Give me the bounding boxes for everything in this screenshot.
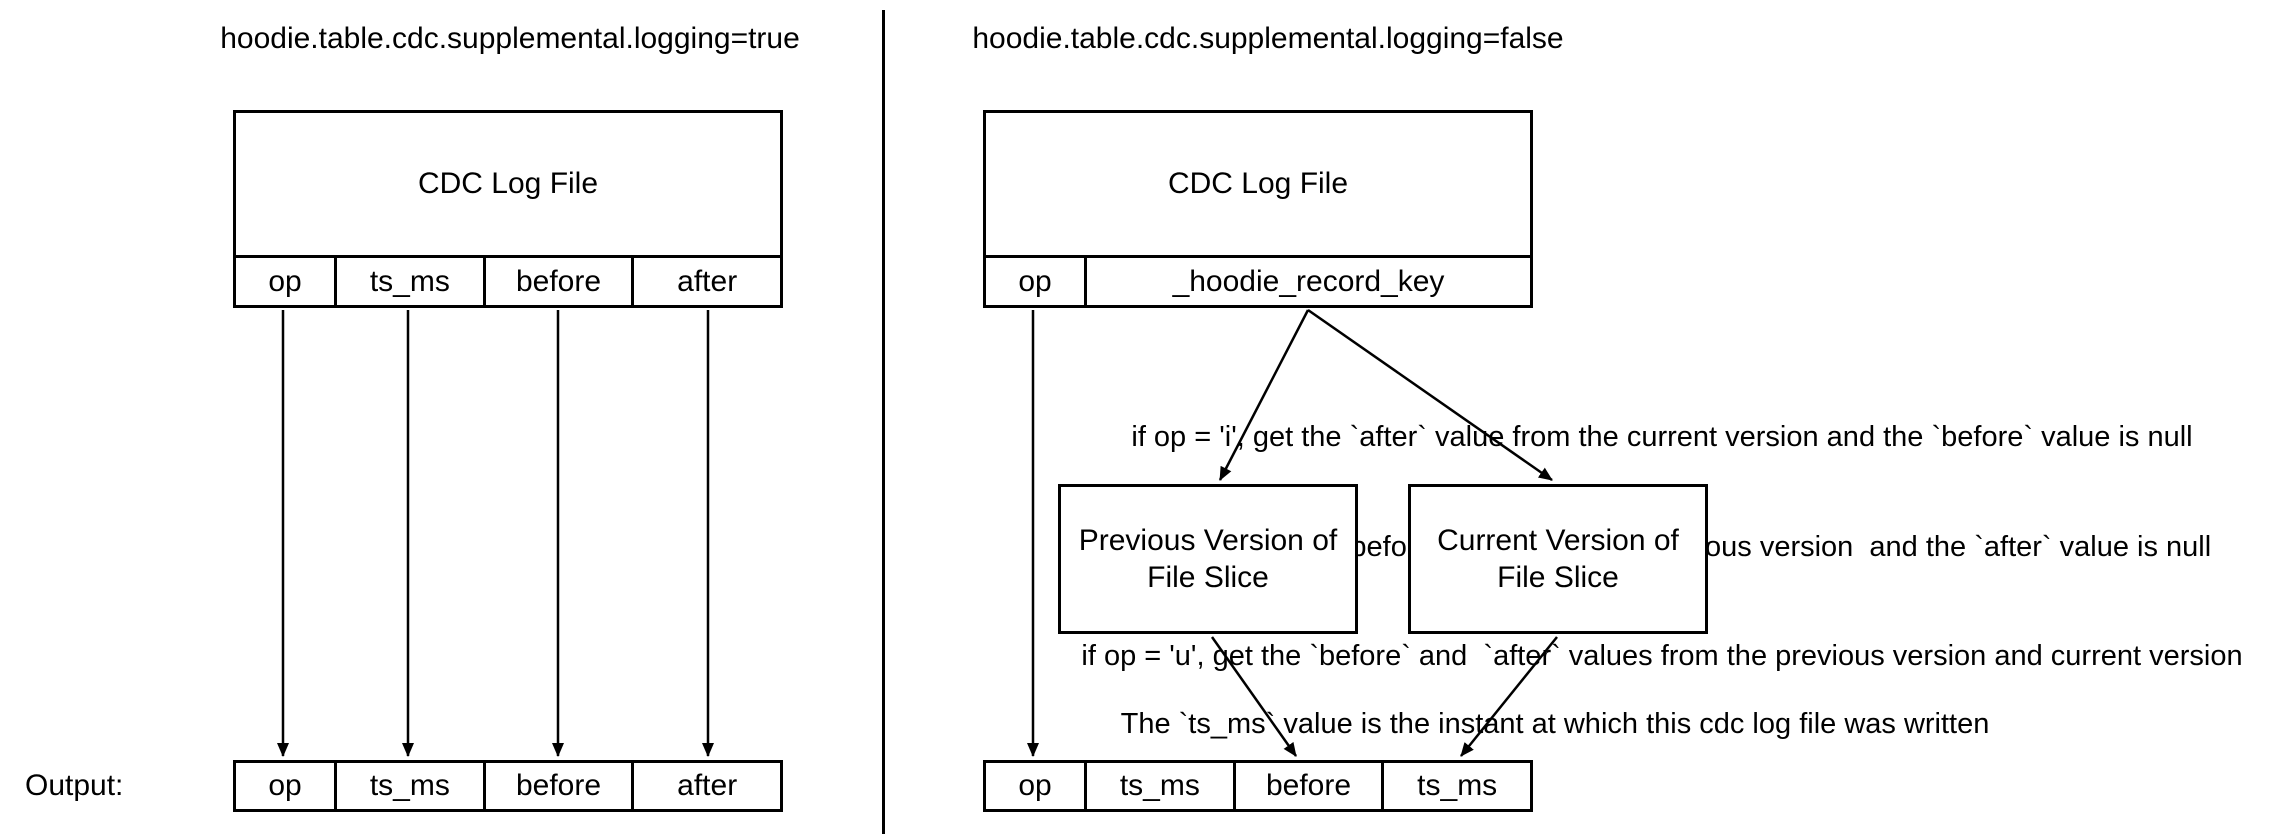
left-output-before: before <box>482 763 632 809</box>
right-output-ts-ms-2: ts_ms <box>1381 763 1530 809</box>
previous-version-label-line1: Previous Version of <box>1078 524 1338 557</box>
right-output-op: op <box>1018 769 1052 802</box>
right-output-before: before <box>1232 763 1382 809</box>
current-version-label-line2: File Slice <box>1497 561 1619 594</box>
current-version-label-line1: Current Version of <box>1437 524 1679 557</box>
left-cdc-log-file-box: CDC Log File op ts_ms before after <box>233 110 783 308</box>
right-column-hoodie-record-key: _hoodie_record_key <box>1084 258 1530 305</box>
left-cdc-log-file-label: CDC Log File <box>417 167 599 200</box>
left-output-after: after <box>631 763 780 809</box>
left-panel-title: hoodie.table.cdc.supplemental.logging=tr… <box>220 22 800 55</box>
previous-version-label-line2: File Slice <box>1147 561 1269 594</box>
right-cdc-log-file-label: CDC Log File <box>1167 167 1349 200</box>
right-output-ts-ms-1: ts_ms <box>1084 763 1233 809</box>
right-panel-title: hoodie.table.cdc.supplemental.logging=fa… <box>972 22 1564 55</box>
panel-divider-line <box>882 10 885 834</box>
current-version-file-slice-box: Current Version of File Slice <box>1408 484 1708 634</box>
output-label: Output: <box>25 769 124 802</box>
left-output-row: op ts_ms before after <box>233 760 783 812</box>
left-column-op: op <box>268 264 302 298</box>
ts-ms-note: The `ts_ms` value is the instant at whic… <box>1120 708 1990 740</box>
right-cdc-columns-row: op _hoodie_record_key <box>986 255 1530 305</box>
previous-version-file-slice-box: Previous Version of File Slice <box>1058 484 1358 634</box>
right-cdc-log-file-box: CDC Log File op _hoodie_record_key <box>983 110 1533 308</box>
note-op-insert: if op = 'i', get the `after` value from … <box>1131 421 2193 453</box>
left-output-op: op <box>268 769 302 802</box>
right-column-op: op <box>1018 264 1052 298</box>
left-column-before: before <box>482 258 632 305</box>
note-op-update: if op = 'u', get the `before` and `after… <box>1081 640 2243 672</box>
left-column-after: after <box>631 258 780 305</box>
left-output-ts-ms: ts_ms <box>334 763 483 809</box>
left-column-ts-ms: ts_ms <box>334 258 483 305</box>
left-cdc-columns-row: op ts_ms before after <box>236 255 780 305</box>
right-output-row: op ts_ms before ts_ms <box>983 760 1533 812</box>
